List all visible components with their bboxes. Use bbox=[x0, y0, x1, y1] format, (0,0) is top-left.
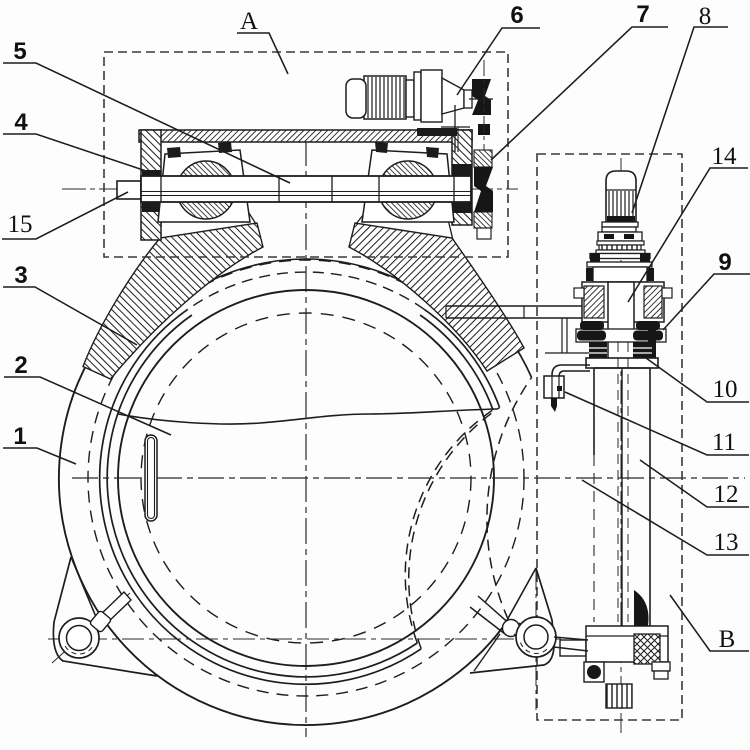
svg-text:2: 2 bbox=[14, 352, 27, 379]
svg-text:11: 11 bbox=[712, 429, 736, 456]
svg-text:A: A bbox=[240, 8, 258, 35]
svg-text:9: 9 bbox=[718, 249, 731, 276]
svg-text:3: 3 bbox=[14, 262, 27, 289]
svg-text:1: 1 bbox=[13, 423, 26, 450]
svg-text:12: 12 bbox=[714, 481, 739, 508]
svg-text:13: 13 bbox=[714, 529, 739, 556]
svg-text:5: 5 bbox=[13, 38, 26, 65]
svg-text:7: 7 bbox=[636, 1, 649, 28]
svg-text:B: B bbox=[719, 626, 736, 653]
svg-text:8: 8 bbox=[699, 3, 712, 30]
svg-text:14: 14 bbox=[712, 143, 738, 170]
svg-text:4: 4 bbox=[14, 109, 28, 136]
svg-text:15: 15 bbox=[8, 211, 33, 238]
svg-text:6: 6 bbox=[510, 2, 523, 29]
svg-text:10: 10 bbox=[713, 376, 738, 403]
